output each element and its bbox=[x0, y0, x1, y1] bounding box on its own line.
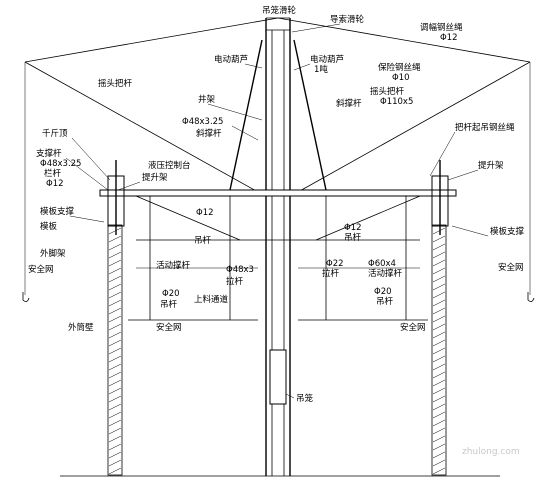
label-derrick: 井架 bbox=[198, 94, 216, 105]
label-hanger-3: 吊杆 bbox=[160, 299, 178, 310]
label-hanger-4: 吊杆 bbox=[376, 296, 394, 307]
label-diagonal-brace-center: 斜撑杆 bbox=[196, 128, 222, 139]
cage-box bbox=[269, 349, 287, 405]
label-feed-passage: 上料通道 bbox=[194, 294, 229, 305]
label-outer-frame: 外脚架 bbox=[40, 248, 66, 259]
label-lifting-frame-right: 提升架 bbox=[478, 160, 504, 171]
label-electric-hoist-2: 电动葫芦 bbox=[310, 54, 344, 65]
label-movable-brace-1: 活动撑杆 bbox=[156, 260, 191, 271]
label-hanger-size-3: Φ20 bbox=[162, 289, 180, 299]
label-luffing-rope: 调幅钢丝绳 bbox=[420, 22, 463, 33]
label-jack: 千斤顶 bbox=[42, 128, 68, 139]
label-rocker-arm-right: 摇头把杆 bbox=[370, 86, 405, 97]
label-column-rod: 栏杆 bbox=[44, 168, 62, 179]
label-formwork-support-left: 模板支撑 bbox=[40, 206, 75, 217]
label-safety-net-3: 安全网 bbox=[156, 322, 182, 333]
label-safety-rope-size: Φ10 bbox=[392, 73, 410, 83]
label-safety-rope: 保险钢丝绳 bbox=[378, 62, 421, 73]
label-formwork-support-right: 模板支撑 bbox=[490, 226, 525, 237]
label-safety-net-4: 安全网 bbox=[400, 322, 426, 333]
outer-wall-left bbox=[107, 224, 123, 476]
outer-wall-right bbox=[431, 224, 447, 476]
label-hoist-capacity: 1吨 bbox=[314, 64, 328, 75]
label-hanger-size-4: Φ20 bbox=[374, 287, 392, 297]
label-column-rod-size: Φ12 bbox=[46, 179, 64, 189]
label-hanger-size-2: Φ12 bbox=[344, 223, 362, 233]
label-guide-pulley: 导索滑轮 bbox=[330, 14, 365, 25]
label-pipe-size: Φ48x3 bbox=[226, 265, 254, 275]
label-luffing-rope-size: Φ12 bbox=[440, 33, 458, 43]
label-formwork: 模板 bbox=[40, 221, 58, 232]
label-electric-hoist-1: 电动葫芦 bbox=[214, 54, 248, 65]
label-cage: 吊笼 bbox=[296, 393, 314, 404]
label-hydraulic-console: 液压控制台 bbox=[148, 160, 191, 171]
label-movable-brace-2: 活动撑杆 bbox=[368, 268, 403, 279]
label-safety-net-2: 安全网 bbox=[498, 262, 524, 273]
label-diagonal-brace-right: 斜撑杆 bbox=[336, 98, 362, 109]
platform bbox=[99, 189, 457, 321]
label-outer-wall: 外筒壁 bbox=[68, 322, 94, 333]
label-tie-rod-size: Φ22 bbox=[326, 259, 344, 269]
label-lifting-frame-left: 提升架 bbox=[142, 172, 168, 183]
label-cage-pulley: 吊笼滑轮 bbox=[262, 5, 297, 16]
hook-right-icon bbox=[527, 292, 535, 302]
label-tie-rod-1: 拉杆 bbox=[226, 276, 244, 287]
label-hanger-1: 吊杆 bbox=[194, 235, 212, 246]
label-hanger-size-1: Φ12 bbox=[196, 208, 214, 218]
watermark: zhulong.com bbox=[462, 447, 520, 457]
label-brace-size: Φ48x3.25 bbox=[182, 117, 223, 127]
label-movable-size: Φ60x4 bbox=[368, 259, 396, 269]
luffing-ropes bbox=[24, 17, 531, 295]
label-safety-net-1: 安全网 bbox=[28, 264, 54, 275]
leader-lines bbox=[65, 23, 489, 399]
label-support-size: Φ48x3.25 bbox=[40, 159, 81, 169]
label-rocker-arm-left: 摇头把杆 bbox=[98, 78, 133, 89]
label-boom-lift-rope: 把杆起吊钢丝绳 bbox=[455, 122, 515, 133]
label-rocker-arm-size: Φ110x5 bbox=[380, 97, 413, 107]
hook-left-icon bbox=[22, 292, 30, 302]
label-tie-rod-2: 拉杆 bbox=[322, 268, 340, 279]
label-hanger-2: 吊杆 bbox=[344, 232, 362, 243]
label-support: 支撑杆 bbox=[36, 148, 62, 159]
lifting-frame-right-shape bbox=[431, 160, 449, 235]
derrick-mast bbox=[265, 17, 291, 476]
lifting-frame-left-shape bbox=[107, 160, 125, 235]
